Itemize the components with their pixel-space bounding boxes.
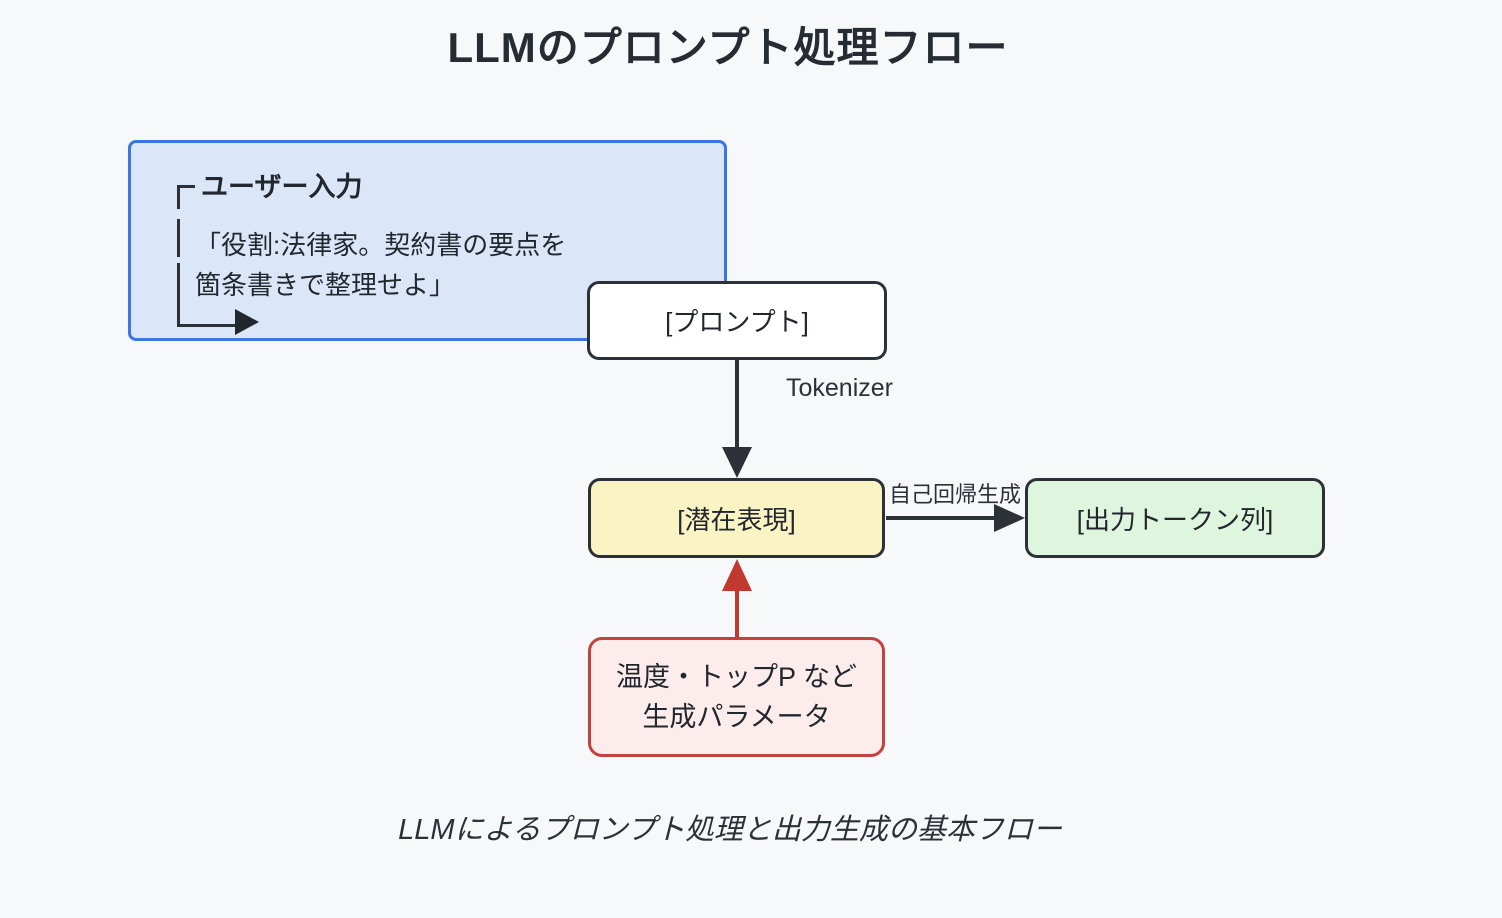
tokenizer-edge-label: Tokenizer	[786, 374, 893, 402]
generation-params-node: 温度・トップP など 生成パラメータ	[588, 637, 885, 757]
tokenizer-arrow-line	[735, 359, 739, 449]
params-arrow-line	[735, 590, 739, 637]
output-tokens-node: [出力トークン列]	[1025, 478, 1325, 558]
latent-node-label: [潜在表現]	[677, 504, 796, 535]
diagram-title: LLMのプロンプト処理フロー	[447, 24, 1009, 71]
tree-vertical-line-icon	[177, 263, 180, 301]
params-node-line2: 生成パラメータ	[642, 702, 831, 732]
output-node-label: [出力トークン列]	[1076, 504, 1274, 535]
autoregressive-arrow-line	[886, 516, 996, 520]
tree-vertical-line-icon	[177, 219, 180, 257]
latent-representation-node: [潜在表現]	[588, 478, 885, 558]
user-input-box: ユーザー入力 「役割:法律家。契約書の要点を 箇条書きで整理せよ」	[128, 140, 727, 341]
arrow-down-icon	[722, 447, 752, 478]
user-input-content: ユーザー入力 「役割:法律家。契約書の要点を 箇条書きで整理せよ」	[131, 143, 724, 338]
user-input-header: ユーザー入力	[201, 172, 363, 202]
tree-corner-icon	[177, 185, 195, 209]
user-input-quote-line2: 箇条書きで整理せよ」	[195, 270, 456, 300]
tree-elbow-line-icon	[177, 299, 240, 327]
autoregressive-edge-label: 自己回帰生成	[889, 482, 1022, 507]
diagram-caption: LLMによるプロンプト処理と出力生成の基本フロー	[398, 814, 1062, 846]
prompt-node: [プロンプト]	[587, 281, 887, 360]
arrow-right-icon	[994, 504, 1025, 532]
arrow-up-icon	[722, 559, 752, 591]
user-input-quote-line1: 「役割:法律家。契約書の要点を	[195, 230, 567, 260]
arrow-right-icon	[235, 309, 259, 335]
params-node-line1: 温度・トップP など	[615, 662, 858, 692]
prompt-node-label: [プロンプト]	[665, 307, 809, 337]
